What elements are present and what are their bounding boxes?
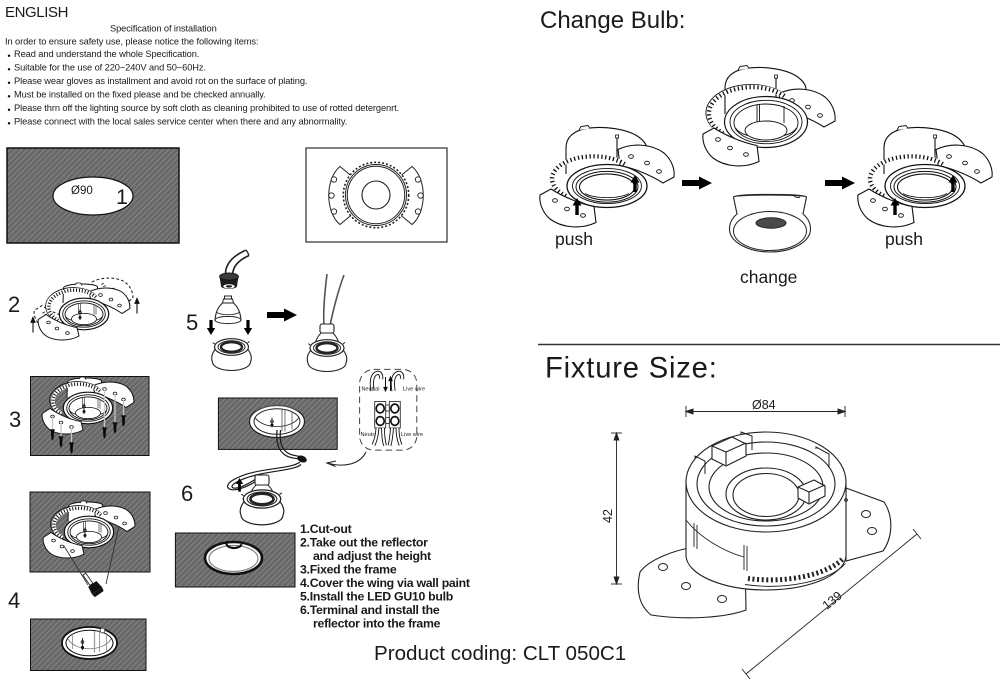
svg-text:push: push: [555, 229, 593, 249]
svg-text:6: 6: [181, 481, 193, 506]
svg-text:reflector into the frame: reflector into the frame: [313, 617, 441, 631]
svg-text:ENGLISH: ENGLISH: [5, 4, 68, 21]
svg-text:Live wire: Live wire: [401, 432, 423, 438]
svg-text:Fixture Size:: Fixture Size:: [545, 353, 718, 385]
svg-text:Neutral: Neutral: [362, 387, 380, 393]
svg-text:Please thrn off the lighting s: Please thrn off the lighting source by s…: [14, 103, 399, 113]
svg-text:5: 5: [186, 310, 198, 335]
svg-text:Ø84: Ø84: [752, 398, 776, 412]
svg-text:Read and understand the whole: Read and understand the whole Specificat…: [14, 49, 199, 59]
svg-text:push: push: [885, 229, 923, 249]
svg-text:Please connect with the local: Please connect with the local sales serv…: [14, 117, 347, 127]
svg-text:4.Cover the wing via wall pain: 4.Cover the wing via wall paint: [300, 576, 470, 590]
svg-text:2.Take out the reflector: 2.Take out the reflector: [300, 536, 428, 550]
svg-text:1: 1: [116, 185, 128, 209]
svg-text:2: 2: [8, 292, 20, 317]
svg-text:5.Install the LED GU10 bulb: 5.Install the LED GU10 bulb: [300, 590, 453, 604]
svg-text:6.Terminal and install the: 6.Terminal and install the: [300, 603, 440, 617]
svg-text:Product coding: CLT 050C1: Product coding: CLT 050C1: [374, 642, 626, 665]
svg-text:1.Cut-out: 1.Cut-out: [300, 522, 352, 536]
svg-text:3.Fixed the frame: 3.Fixed the frame: [300, 563, 397, 577]
svg-text:change: change: [740, 267, 797, 287]
svg-text:In order to ensure safety use,: In order to ensure safety use, please no…: [5, 37, 258, 47]
svg-text:139: 139: [820, 589, 845, 613]
svg-text:and adjust the height: and adjust the height: [313, 549, 431, 563]
svg-text:42: 42: [601, 509, 615, 523]
svg-text:Live wire: Live wire: [403, 387, 425, 393]
svg-text:Must be installed on the fixed: Must be installed on the fixed please an…: [14, 90, 266, 100]
svg-text:4: 4: [8, 588, 20, 613]
svg-text:Change Bulb:: Change Bulb:: [540, 7, 685, 34]
svg-text:3: 3: [9, 407, 21, 432]
svg-text:Please wear gloves as installm: Please wear gloves as installment and av…: [14, 76, 307, 86]
svg-text:Suitable for the use of 220~24: Suitable for the use of 220~240V and 50~…: [14, 63, 206, 73]
svg-text:Ø90: Ø90: [71, 185, 93, 197]
svg-text:Specification of installation: Specification of installation: [110, 24, 217, 34]
svg-text:Neutral: Neutral: [361, 432, 379, 438]
